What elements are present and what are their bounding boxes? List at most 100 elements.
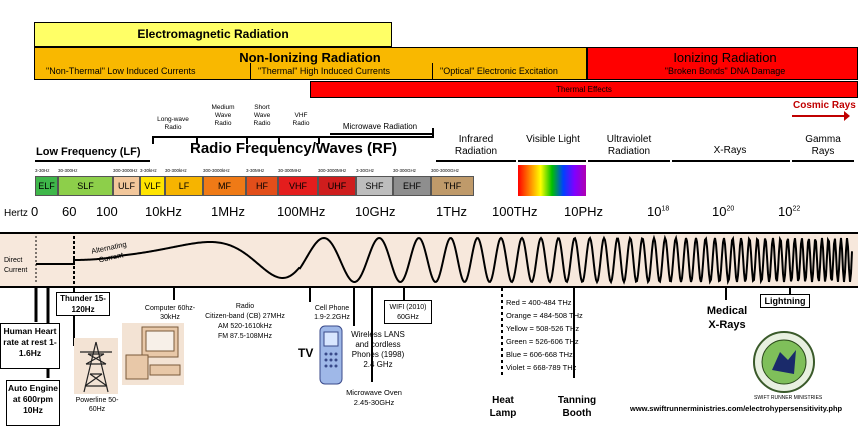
visible-color-item: Blue = 606-668 THz (506, 350, 573, 359)
tick-1e20: 1020 (712, 204, 735, 219)
gamma-label: Gamma Rays (805, 134, 841, 157)
band-vlf: VLF (140, 176, 165, 196)
powerline-image (74, 338, 118, 394)
computer-image (122, 323, 184, 385)
tv-label: TV (298, 346, 314, 360)
visible-bracket (518, 160, 586, 162)
band-elf: ELF (35, 176, 58, 196)
band-range-slf: 30-300Hz (58, 168, 78, 173)
band-range-vhf: 30-300MHz (278, 168, 302, 173)
non-ionizing-label: Non-Ionizing Radiation (239, 50, 381, 65)
rf-bracket (152, 136, 434, 138)
radio-fm: FM 87.5-108MHz (217, 333, 273, 340)
microwave-oven-label: Microwave Oven 2.45-30GHz (346, 388, 402, 407)
cosmic-rays-arrow (792, 111, 850, 121)
bracket-cap (196, 136, 198, 144)
rf-label: Radio Frequency/Waves (RF) (190, 140, 397, 157)
computer-label: Computer 60hz-30kHz (144, 305, 196, 321)
thermal-label: "Thermal" High Induced Currents (258, 66, 390, 76)
em-radiation-bar: Electromagnetic Radiation (34, 22, 392, 47)
lf-label: Low Frequency (LF) (36, 146, 141, 158)
bracket-cap (246, 136, 248, 144)
bracket-cap (152, 136, 154, 144)
medium-wave-label: Medium Wave Radio (211, 104, 235, 127)
xray-bracket (672, 160, 790, 162)
tick-10khz: 10kHz (145, 204, 182, 219)
tanning-booth-label: Tanning Booth (557, 395, 597, 419)
band-ehf: EHF (393, 176, 431, 196)
non-ionizing-bar (34, 47, 587, 80)
tick-100: 100 (96, 204, 118, 219)
powerline-label: Powerline 50-60Hz (75, 397, 119, 413)
visible-color-item: Violet = 668-789 THz (506, 363, 577, 372)
tick-0: 0 (31, 204, 39, 219)
uv-label: Ultraviolet Radiation (606, 134, 652, 157)
tick-1e22: 1022 (778, 204, 801, 219)
radio-cb: Citizen-band (CB) 27MHz (205, 313, 285, 320)
tick-1thz: 1THz (436, 204, 468, 219)
ionizing-bar (587, 47, 858, 80)
heat-lamp-label: Heat Lamp (489, 395, 517, 419)
medical-xrays-label: Medical X-Rays (706, 305, 748, 331)
long-wave-label: Long-wave Radio (157, 116, 189, 131)
heart-rate-box: Human Heart rate at rest 1-1.6Hz (0, 323, 60, 369)
band-lf: LF (165, 176, 203, 196)
tick-1mhz: 1MHz (211, 204, 245, 219)
wifi-box: WIFI (2010) 60GHz (384, 300, 432, 324)
thunder-box: Thunder 15-120Hz (56, 292, 110, 316)
vhf-radio-label: VHF Radio (292, 112, 310, 127)
band-range-mf: 300-3000kHz (203, 168, 230, 173)
band-uhf: UHF (318, 176, 356, 196)
bracket-cap (432, 128, 434, 136)
band-range-lf: 30-300kHz (165, 168, 187, 173)
microwave-label: Microwave Radiation (342, 122, 418, 131)
band-ulf: ULF (113, 176, 140, 196)
website-url[interactable]: www.swiftrunnerministries.com/electrohyp… (630, 404, 843, 413)
xray-label: X-Rays (713, 145, 747, 156)
short-wave-label: Short Wave Radio (253, 104, 271, 127)
cosmic-rays-label: Cosmic Rays (793, 100, 856, 111)
wireless-label: Wireless LANS and cordless Phones (1998)… (351, 330, 405, 369)
divider (250, 63, 251, 80)
tick-10ghz: 10GHz (355, 204, 396, 219)
band-range-hf: 3-30MHz (246, 168, 265, 173)
band-mf: MF (203, 176, 246, 196)
divider (432, 63, 433, 80)
auto-engine-box: Auto Engine at 600rpm 10Hz (6, 380, 60, 426)
thermal-effects-bar: Thermal Effects (310, 81, 858, 98)
radio-am: AM 520-1610kHz (217, 323, 273, 330)
radio-label: Radio Citizen-band (CB) 27MHz AM 520-161… (200, 302, 290, 342)
wave-svg (35, 234, 853, 286)
ministry-logo (752, 330, 816, 394)
direct-current-label: Direct Current (4, 257, 28, 274)
visible-spectrum-swatch (518, 165, 586, 196)
optical-label: "Optical" Electronic Excitation (440, 66, 558, 76)
broken-bonds-label: "Broken Bonds" DNA Damage (664, 66, 786, 76)
logo-text: SWIFT RUNNER MINISTRIES (754, 395, 823, 401)
tick-1e18: 1018 (647, 204, 670, 219)
band-range-shf: 3-30GHz (356, 168, 375, 173)
tick-10phz: 10PHz (564, 204, 604, 219)
lf-bracket (35, 160, 150, 162)
visible-label: Visible Light (526, 134, 580, 145)
visible-color-item: Red = 400-484 THz (506, 298, 572, 307)
visible-color-item: Green = 526-606 THz (506, 337, 579, 346)
band-slf: SLF (58, 176, 113, 196)
radio-title: Radio (235, 303, 255, 310)
uv-bracket (588, 160, 670, 162)
bracket-cap (318, 136, 320, 144)
band-hf: HF (246, 176, 278, 196)
non-thermal-label: "Non-Thermal" Low Induced Currents (46, 66, 196, 76)
tick-60: 60 (62, 204, 77, 219)
band-shf: SHF (356, 176, 393, 196)
infrared-bracket (436, 160, 516, 162)
band-range-ehf: 30-300GHz (393, 168, 417, 173)
lightning-box: Lightning (760, 294, 810, 308)
tick-100mhz: 100MHz (277, 204, 326, 219)
bracket-cap (278, 136, 280, 144)
tick-100thz: 100THz (492, 204, 538, 219)
microwave-bracket (330, 133, 434, 135)
visible-color-item: Orange = 484-508 THz (506, 311, 583, 320)
ionizing-label: Ionizing Radiation (673, 50, 777, 65)
